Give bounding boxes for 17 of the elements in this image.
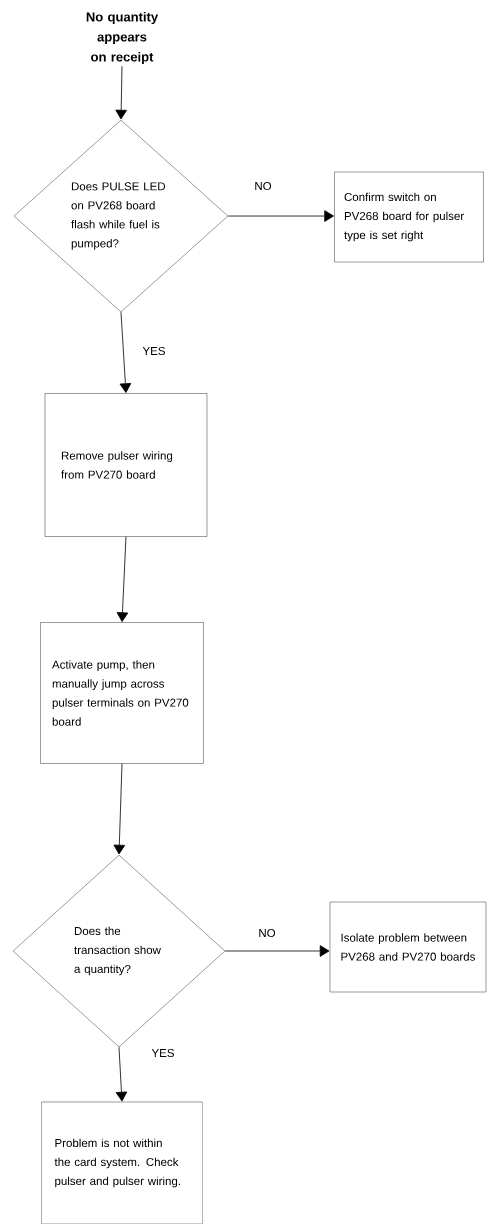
- edge-label: NO: [253, 180, 273, 192]
- arrow: [227, 210, 334, 222]
- arrow: [119, 311, 132, 393]
- process-box: Confirm switch on PV268 board for pulser type is set right: [334, 171, 484, 263]
- process-box: Activate pump, then manually jump across pulser terminals on PV270 board: [40, 622, 204, 764]
- edge-label: YES: [141, 345, 167, 357]
- edge-label: YES: [150, 1047, 176, 1059]
- process-box: Problem is not within the card system. Check pulser and pulser wiring.: [41, 1101, 203, 1224]
- start-text: No quantity appears on receipt: [86, 11, 159, 65]
- process-box: Remove pulser wiring from PV270 board: [44, 393, 208, 537]
- edge-label: NO: [257, 927, 277, 939]
- arrow: [115, 65, 127, 120]
- arrow: [115, 1046, 128, 1102]
- arrow: [116, 536, 129, 622]
- arrow: [224, 945, 330, 957]
- arrow: [113, 763, 126, 855]
- process-box: Isolate problem between PV268 and PV270 boards: [329, 901, 487, 993]
